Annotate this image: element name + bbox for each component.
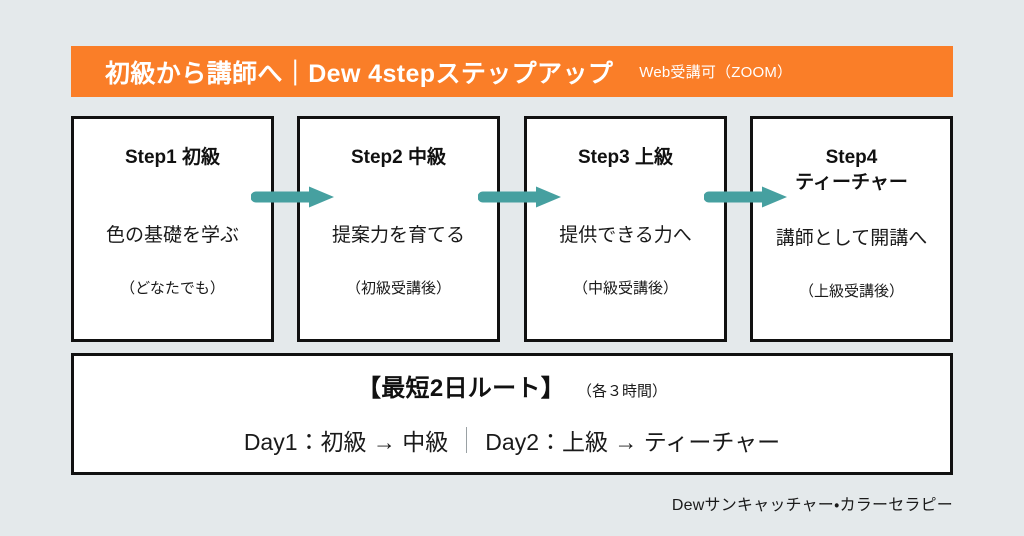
step-card-4[interactable]: Step4 ティーチャー 講師として開講へ （上級受講後） [750,116,953,342]
step-description: 講師として開講へ [775,228,928,250]
step-description: 色の基礎を学ぶ [105,225,239,247]
step-condition: （中級受講後） [572,280,678,298]
step-condition: （初級受講後） [345,280,451,298]
header-banner: 初級から講師へ｜Dew 4stepステップアップ Web受講可（ZOOM） [71,46,953,97]
step-title: Step3 上級 [577,147,674,168]
step-card-3[interactable]: Step3 上級 提供できる力へ （中級受講後） [524,116,727,342]
web-availability-badge: Web受講可（ZOOM） [639,64,793,81]
step-description: 提案力を育てる [331,225,465,247]
route-separator [466,426,468,453]
page-title: 初級から講師へ｜Dew 4stepステップアップ [105,59,614,88]
route-headline: 【最短2日ルート】 （各３時間） [357,368,667,403]
step-condition: （上級受講後） [798,283,904,301]
step-condition: （どなたでも） [120,280,225,298]
step-title: Step4 ティーチャー [795,147,908,194]
shortest-route-card: 【最短2日ルート】 （各３時間） Day1：初級 → 中級 Day2：上級 → … [71,353,953,475]
route-duration-note: （各３時間） [577,382,668,400]
step-title: Step2 中級 [350,147,447,168]
step-description: 提供できる力へ [559,225,692,247]
steps-row: Step1 初級 色の基礎を学ぶ （どなたでも） Step2 中級 提案力を育て… [71,116,953,342]
brand-footer: Dewサンキャッチャー・カラーセラピー [671,497,953,514]
route-days: Day1：初級 → 中級 Day2：上級 → ティーチャー [244,423,780,457]
step-card-2[interactable]: Step2 中級 提案力を育てる （初級受講後） [297,116,500,342]
route-title: 【最短2日ルート】 [356,374,566,402]
step-card-1[interactable]: Step1 初級 色の基礎を学ぶ （どなたでも） [71,116,274,342]
route-day1: Day1：初級 → 中級 [243,428,449,455]
step-title: Step1 初級 [124,147,221,168]
route-day2: Day2：上級 → ティーチャー [485,428,781,455]
